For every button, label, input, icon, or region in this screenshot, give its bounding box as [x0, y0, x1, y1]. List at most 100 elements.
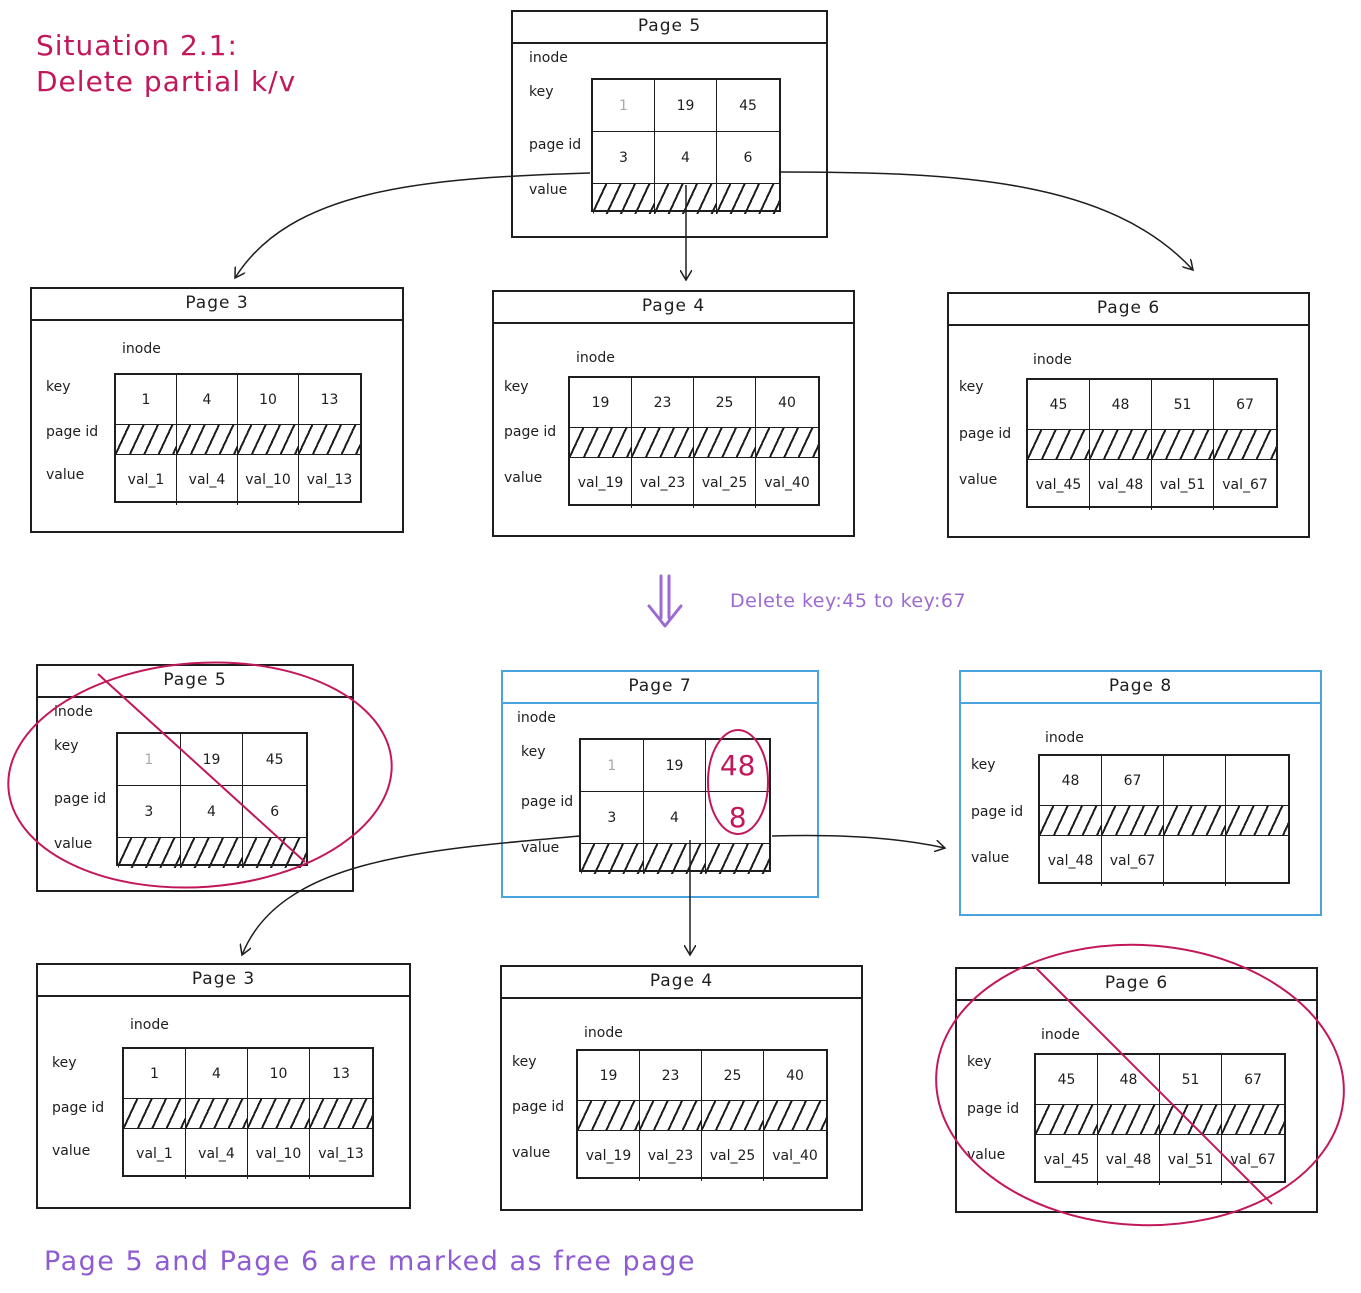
key-label: key: [967, 1054, 992, 1070]
value-label: value: [512, 1145, 551, 1161]
value-label: value: [521, 840, 560, 856]
value-label: value: [504, 470, 543, 486]
page-id-cell: [578, 1101, 640, 1131]
value-label: value: [959, 472, 998, 488]
page-id-cell: [764, 1101, 826, 1131]
page-title: Page 4: [641, 296, 706, 316]
value-cell: [593, 184, 655, 214]
key-label: key: [54, 738, 79, 754]
value-cell: [180, 838, 244, 868]
arrow-page7-to-page3: [242, 835, 581, 955]
page-id-cell: [1040, 806, 1102, 836]
value-label: value: [971, 850, 1010, 866]
page-title-divider: [949, 324, 1308, 326]
key-cell: 45: [1036, 1055, 1098, 1105]
value-cell: val_1: [124, 1129, 186, 1179]
value-cell: val_51: [1160, 1135, 1222, 1185]
page-id-label: page id: [504, 424, 557, 440]
value-cell: val_40: [772, 1148, 818, 1164]
value-cell: val_45: [1036, 1135, 1098, 1185]
page-title: Page 5: [163, 670, 227, 690]
page-id-label: page id: [46, 424, 99, 440]
inode-label: inode: [130, 1017, 169, 1033]
key-cell: 13: [310, 1049, 372, 1099]
value-cell: [581, 844, 644, 874]
page-id-cell: 3: [593, 132, 655, 184]
page-id-cell: [640, 1101, 702, 1131]
title-line-2: Delete partial k/v: [36, 65, 297, 98]
page-id-cell: [702, 1101, 764, 1131]
value-cell: val_67: [1102, 836, 1164, 886]
value-label: value: [529, 182, 568, 198]
value-cell: val_48: [1098, 1135, 1160, 1185]
key-cell: 45: [1028, 380, 1090, 430]
page-id-cell: [299, 425, 360, 455]
value-cell: val_67: [1230, 1152, 1276, 1168]
page-id-label: page id: [512, 1099, 565, 1115]
key-cell: 1: [581, 740, 644, 792]
key-label: key: [959, 379, 984, 395]
value-cell: val_51: [1152, 460, 1214, 510]
page-id-cell: [116, 425, 177, 455]
page-id-cell: [1028, 430, 1090, 460]
value-cell: val_1: [116, 455, 177, 505]
value-cell: val_45: [1028, 460, 1090, 510]
page-title-divider: [961, 702, 1320, 704]
key-cell: 19: [643, 740, 707, 792]
page-id-cell: 3: [118, 786, 181, 838]
page-id-cell: [177, 425, 238, 455]
value-cell: val_10: [248, 1129, 310, 1179]
changed-keys-circle: [707, 729, 769, 835]
key-cell: 67: [1102, 756, 1164, 806]
page-id-cell: [248, 1099, 310, 1129]
page-title-divider: [494, 322, 853, 324]
key-cell: 67: [1214, 380, 1276, 430]
page-id-cell: [124, 1099, 186, 1129]
value-cell: [706, 844, 769, 874]
inode-label: inode: [1033, 352, 1072, 368]
free-page6-circle: [935, 943, 1345, 1227]
key-cell: 48: [1090, 380, 1152, 430]
page-id-cell: [1164, 806, 1226, 836]
value-cell: val_4: [177, 455, 238, 505]
page-title-divider: [32, 319, 402, 321]
key-cell: 19: [180, 734, 244, 786]
value-cell: [118, 838, 181, 868]
page-title-divider: [513, 42, 826, 44]
value-cell: val_13: [306, 472, 353, 488]
key-cell: 67: [1222, 1055, 1284, 1105]
page-title: Page 3: [191, 969, 256, 989]
page-title: Page 7: [628, 676, 692, 696]
key-cell: 51: [1160, 1055, 1222, 1105]
transition-arrow-icon: [644, 572, 686, 632]
key-cell: [1226, 756, 1288, 806]
value-cell: val_13: [318, 1146, 364, 1162]
inode-label: inode: [529, 50, 568, 66]
key-cell: 4: [186, 1049, 248, 1099]
transition-note: Delete key:45 to key:67: [730, 590, 967, 612]
value-cell: val_4: [186, 1129, 248, 1179]
key-cell: 10: [238, 375, 299, 425]
inode-label: inode: [1045, 730, 1084, 746]
value-label: value: [54, 836, 93, 852]
page-id-label: page id: [971, 804, 1024, 820]
free-page6-strike: [1034, 966, 1273, 1205]
page-title: Page 5: [637, 16, 702, 36]
value-label: value: [967, 1147, 1006, 1163]
key-label: key: [46, 379, 71, 395]
page-id-cell: 4: [655, 132, 717, 184]
diagram-title: Situation 2.1: Delete partial k/v: [36, 28, 296, 100]
inode-label: inode: [1041, 1027, 1080, 1043]
key-cell: 1: [593, 80, 655, 132]
free-page5-strike: [97, 673, 306, 863]
